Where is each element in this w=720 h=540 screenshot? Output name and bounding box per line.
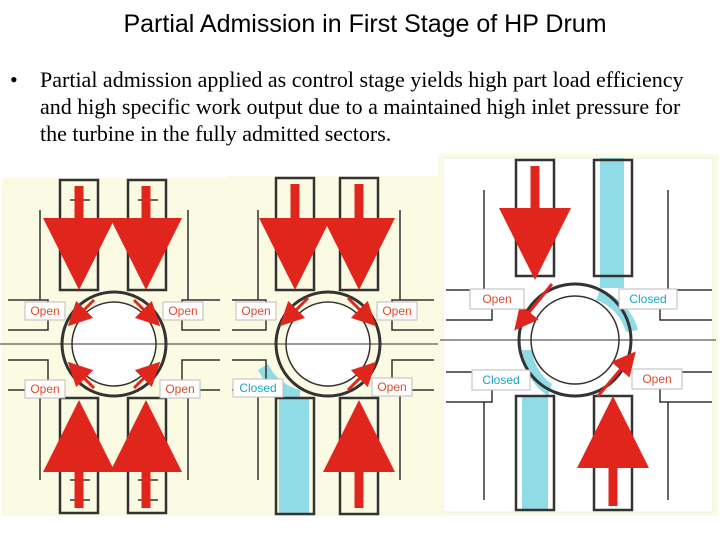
sector-arrows — [67, 298, 161, 390]
sector-label-bottom-right: Open — [631, 368, 683, 390]
sector-label-top-right: Open — [376, 301, 418, 321]
svg-text:Open: Open — [165, 382, 194, 396]
steam-flow-arrows — [499, 166, 649, 506]
svg-text:Open: Open — [168, 304, 197, 318]
sector-label-bottom-left: Open — [24, 379, 66, 399]
svg-text:Open: Open — [30, 304, 59, 318]
bullet-dot: • — [10, 67, 18, 92]
sector-label-bottom-right: Open — [371, 377, 413, 397]
sector-label-bottom-right: Open — [159, 379, 201, 399]
sector-label-top-right: Closed — [618, 288, 678, 310]
bullet-item: • Partial admission applied as control s… — [10, 66, 710, 147]
svg-text:Open: Open — [377, 380, 406, 394]
sector-label-bottom-left: Closed — [471, 369, 531, 391]
svg-text:Closed: Closed — [629, 292, 666, 306]
svg-text:Open: Open — [30, 382, 59, 396]
closed-sector-fill-top — [600, 158, 624, 288]
svg-text:Open: Open — [642, 372, 671, 386]
svg-text:Open: Open — [241, 304, 270, 318]
closed-sector-fill-bottom — [522, 396, 548, 510]
svg-text:Open: Open — [382, 304, 411, 318]
svg-text:Closed: Closed — [239, 381, 276, 395]
sector-label-top-left: Open — [235, 301, 277, 321]
steam-flow-arrows — [259, 184, 395, 508]
sector-label-top-left: Open — [24, 301, 66, 321]
steam-flow-arrows — [43, 186, 182, 508]
bullet-text: Partial admission applied as control sta… — [40, 67, 684, 146]
diagram-panel-all-open: Open Open Open Open — [0, 178, 226, 516]
sector-label-bottom-left: Closed — [232, 378, 284, 398]
page-title: Partial Admission in First Stage of HP D… — [123, 10, 607, 38]
svg-text:Closed: Closed — [482, 373, 519, 387]
svg-text:Open: Open — [482, 292, 511, 306]
sector-label-top-left: Open — [469, 288, 525, 310]
closed-sector-fill — [279, 398, 309, 514]
sector-arrows — [514, 283, 636, 397]
closed-sector-arc-bottom — [522, 350, 552, 396]
sector-arrows — [279, 296, 377, 392]
diagram-panel-two-closed: Open Closed Closed Open — [438, 154, 718, 516]
sector-label-top-right: Open — [162, 301, 204, 321]
diagram-panel-one-closed: Open Open Closed Open — [226, 176, 438, 516]
